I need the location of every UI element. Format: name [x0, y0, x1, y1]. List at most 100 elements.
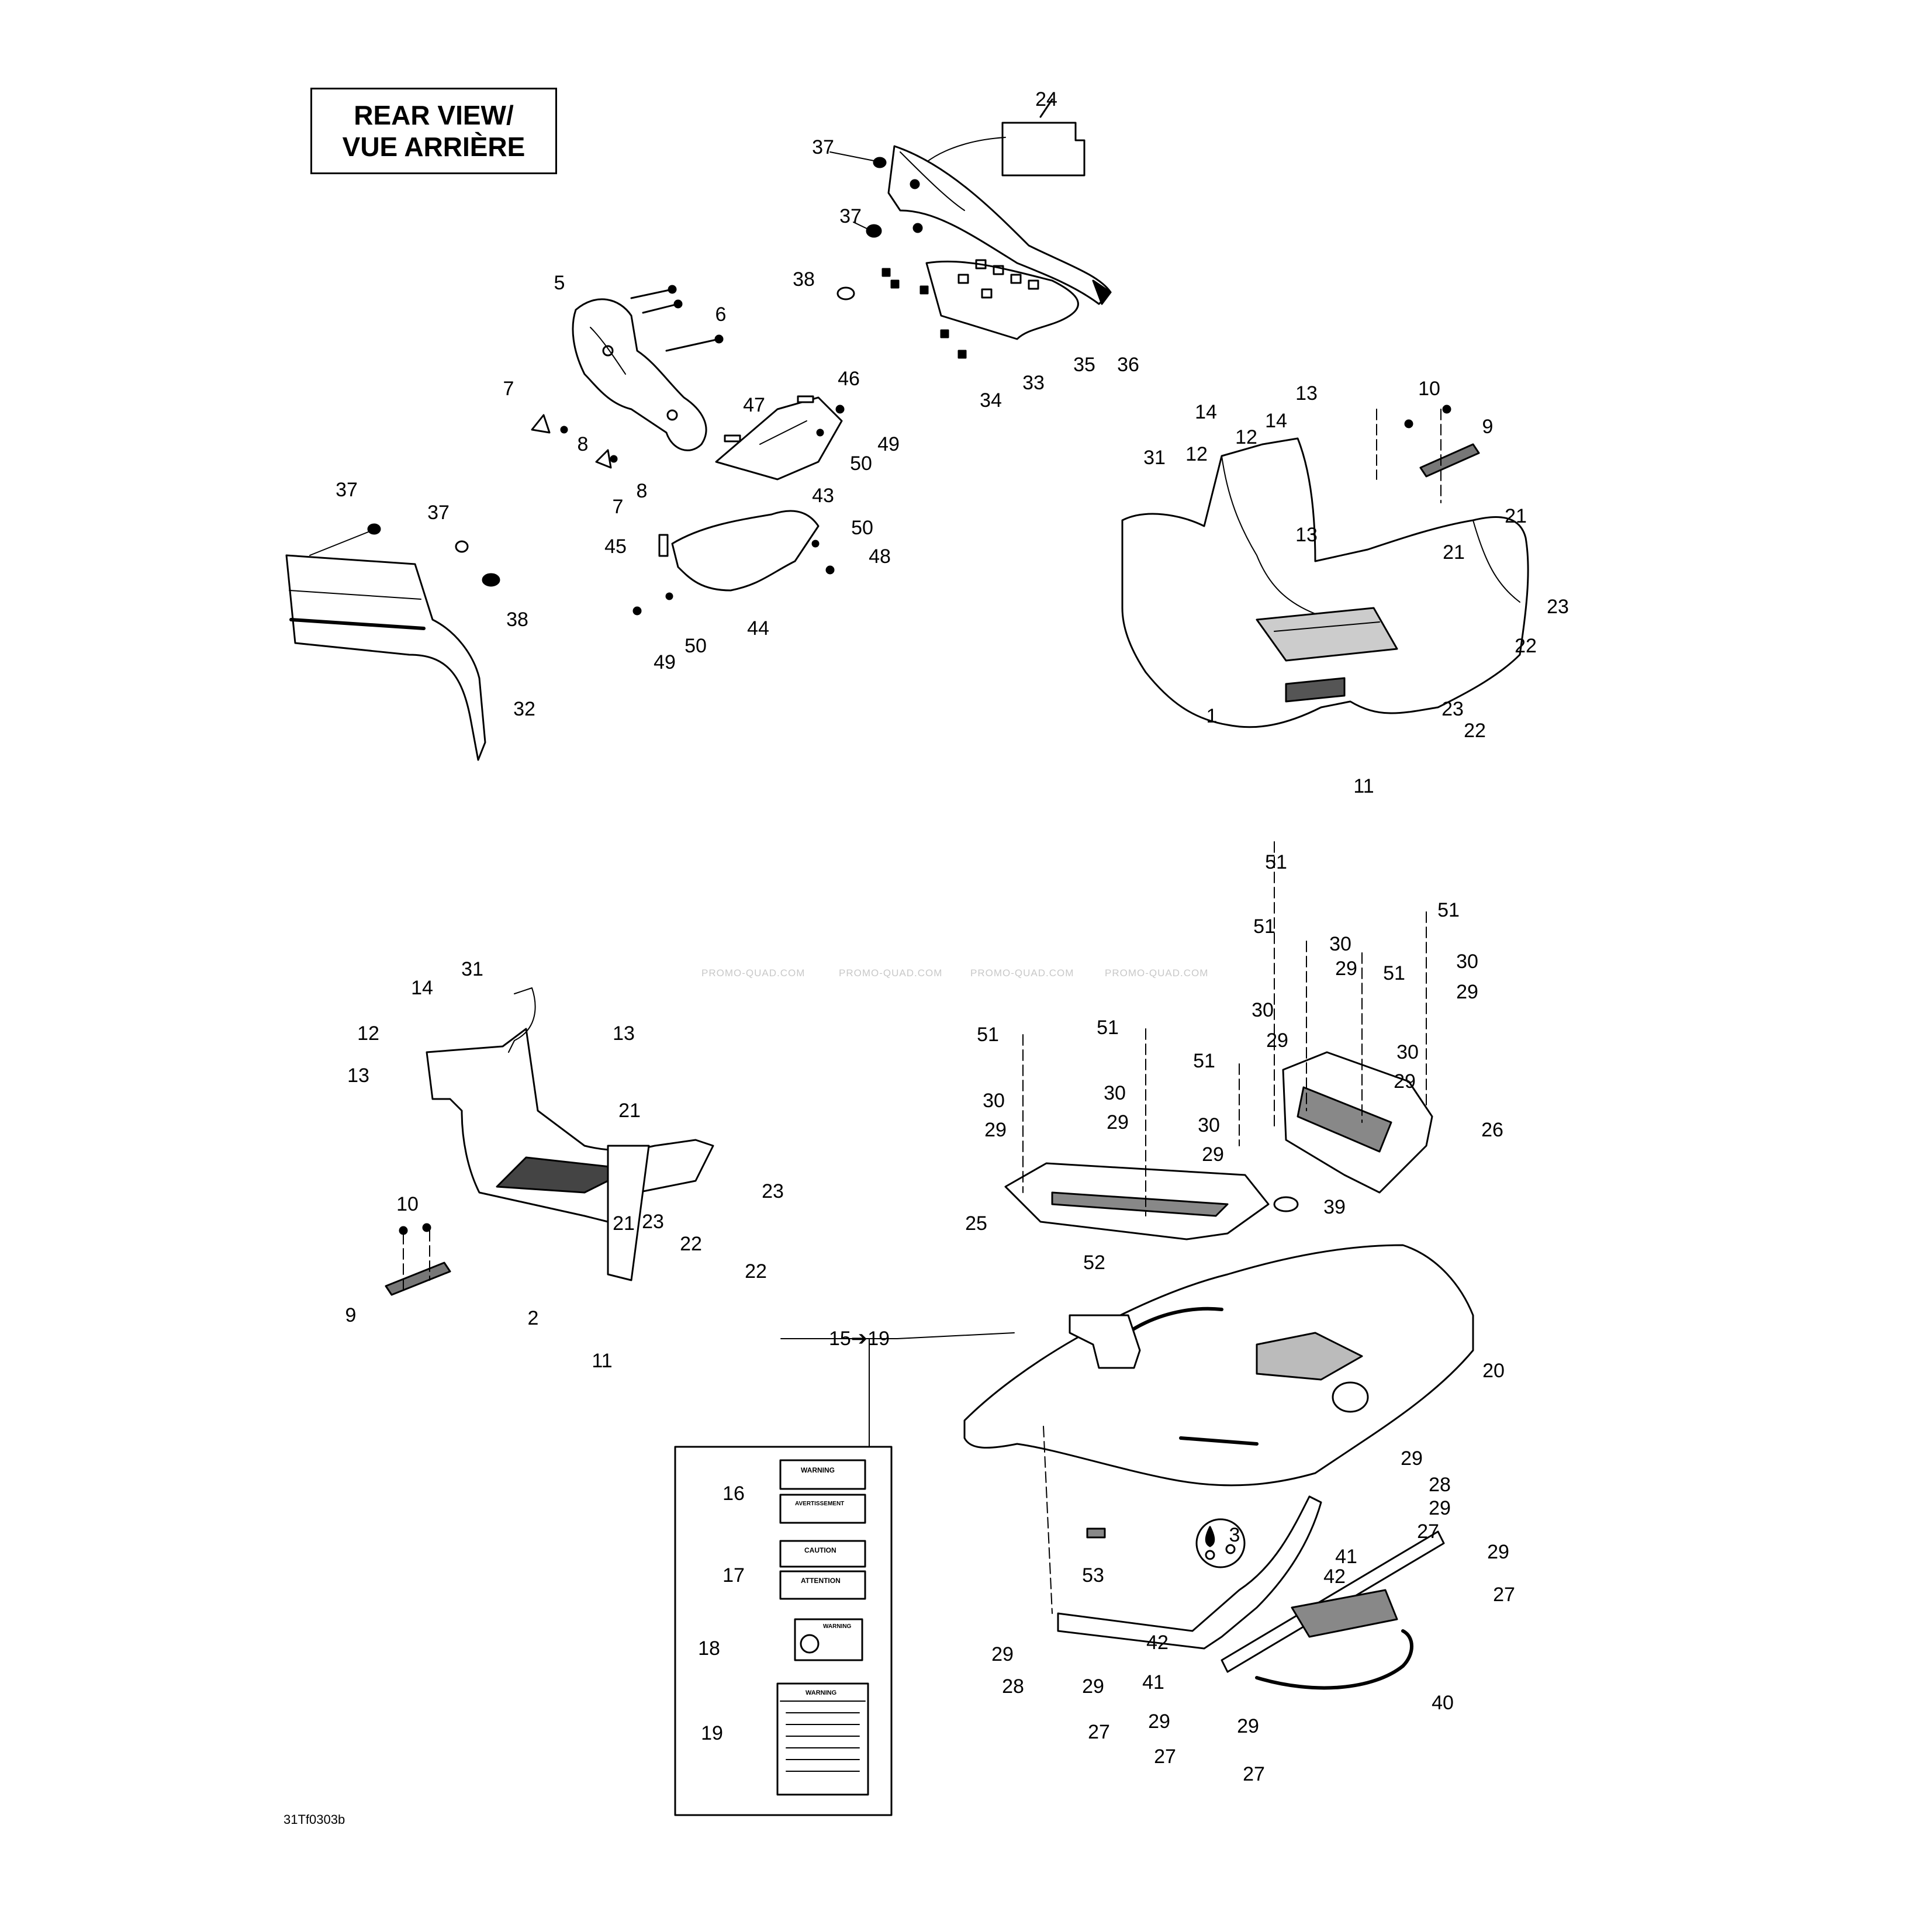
- callout-29-n: 29: [1237, 1715, 1259, 1737]
- callout-13-d: 13: [347, 1064, 369, 1087]
- part-44-lower-guard: [658, 510, 820, 592]
- callout-7-a: 7: [503, 378, 514, 400]
- callout-12-c: 12: [357, 1022, 379, 1045]
- callout-10-b: 10: [396, 1193, 419, 1215]
- decal-19-text: WARNING: [806, 1689, 837, 1696]
- callout-27-b: 27: [1493, 1584, 1515, 1606]
- callout-2: 2: [527, 1307, 539, 1329]
- callout-30-c: 30: [1252, 999, 1274, 1021]
- callout-42-a: 42: [1323, 1565, 1346, 1588]
- callout-30-e: 30: [983, 1090, 1005, 1112]
- callout-51-d: 51: [1383, 962, 1405, 984]
- callout-29-k: 29: [991, 1643, 1014, 1665]
- callout-32: 32: [513, 698, 535, 720]
- callout-22-b: 22: [1464, 720, 1486, 742]
- callout-36: 36: [1117, 354, 1139, 376]
- callout-22-d: 22: [745, 1260, 767, 1283]
- dashed-assembly-lines: [403, 409, 1441, 1614]
- callout-50-c: 50: [685, 635, 707, 657]
- callout-28-b: 28: [1002, 1675, 1024, 1698]
- callout-31-b: 31: [461, 958, 483, 980]
- watermark-1: PROMO-QUAD.COM: [701, 967, 806, 979]
- callout-27-c: 27: [1088, 1721, 1110, 1743]
- callout-29-j: 29: [1487, 1541, 1509, 1563]
- part-9-10-footrest-right: [1404, 405, 1480, 478]
- callout-13-a: 13: [1295, 382, 1318, 405]
- callout-23-c: 23: [762, 1180, 784, 1202]
- part-3-oil-symbol: [1195, 1518, 1246, 1568]
- part-25-rear-rack: [1004, 1162, 1270, 1240]
- oil-symbol-callout: 3: [1229, 1524, 1240, 1546]
- callout-38-b: 38: [506, 609, 528, 631]
- watermark-4: PROMO-QUAD.COM: [1105, 967, 1209, 979]
- part-6-screws: [630, 285, 724, 352]
- callout-51-b: 51: [1253, 915, 1275, 938]
- part-2-front-fender: [426, 987, 714, 1281]
- decal-16-a-text: WARNING: [801, 1466, 835, 1474]
- callout-14-c: 14: [411, 977, 433, 999]
- callout-41-a: 41: [1335, 1546, 1357, 1568]
- callout-37-a: 37: [812, 136, 834, 158]
- callout-27-e: 27: [1243, 1763, 1265, 1785]
- callout-23-d: 23: [642, 1211, 664, 1233]
- callout-22-a: 22: [1515, 635, 1537, 657]
- callout-30-f: 30: [1104, 1082, 1126, 1104]
- callout-37-b: 37: [839, 205, 862, 227]
- callout-29-c: 29: [1266, 1029, 1288, 1052]
- callout-10-a: 10: [1418, 378, 1440, 400]
- callout-44: 44: [747, 617, 769, 640]
- decal-17-b-text: ATTENTION: [801, 1577, 841, 1585]
- callout-51-a: 51: [1265, 851, 1287, 873]
- part-34-clips: [881, 268, 967, 359]
- callout-13-c: 13: [613, 1022, 635, 1045]
- callout-33: 33: [1022, 372, 1045, 394]
- callout-39: 39: [1323, 1196, 1346, 1218]
- callout-9-b: 9: [345, 1304, 357, 1326]
- callout-30-b: 30: [1456, 951, 1478, 973]
- callout-50-b: 50: [851, 517, 873, 539]
- callout-14-b: 14: [1265, 410, 1287, 432]
- callout-51-f: 51: [1097, 1017, 1119, 1039]
- parts-48-49-50-fasteners: [632, 405, 845, 616]
- watermark-2: PROMO-QUAD.COM: [839, 967, 943, 979]
- callout-42-b: 42: [1146, 1632, 1169, 1654]
- part-20-rear-body: [963, 1244, 1474, 1487]
- part-46-47-pins: [724, 395, 814, 443]
- callout-52: 52: [1083, 1252, 1105, 1274]
- callout-50-a: 50: [850, 452, 872, 475]
- callout-21-d: 21: [613, 1212, 635, 1235]
- callout-29-m: 29: [1148, 1710, 1170, 1733]
- callout-8-a: 8: [577, 433, 589, 455]
- decal-kit-box: [674, 1332, 1015, 1816]
- callout-8-b: 8: [636, 480, 648, 502]
- callout-29-d: 29: [1394, 1070, 1416, 1093]
- callout-23-a: 23: [1547, 596, 1569, 618]
- callout-53: 53: [1082, 1564, 1104, 1587]
- callout-51-c: 51: [1437, 899, 1460, 921]
- callout-51-e: 51: [977, 1024, 999, 1046]
- callout-29-g: 29: [1202, 1143, 1224, 1166]
- decal-17-a-text: CAUTION: [804, 1546, 836, 1554]
- callout-28-a: 28: [1429, 1474, 1451, 1496]
- callout-16: 16: [722, 1482, 745, 1505]
- callout-27-d: 27: [1154, 1746, 1176, 1768]
- part-5-mud-guard-bracket: [572, 298, 707, 451]
- callout-49-b: 49: [654, 651, 676, 673]
- part-33-rear-inner-panel: [925, 259, 1079, 340]
- callout-45: 45: [604, 535, 627, 558]
- part-40-rear-bumper: [1057, 1495, 1445, 1690]
- parts-37-38-grommets-top: [829, 151, 887, 300]
- decal-16-b-text: AVERTISSEMENT: [795, 1501, 845, 1507]
- callout-35: 35: [1073, 354, 1095, 376]
- callout-1: 1: [1206, 705, 1218, 727]
- part-52-reflector: [1069, 1314, 1141, 1369]
- callout-11-a: 11: [1353, 775, 1374, 797]
- callout-12-b: 12: [1235, 426, 1257, 448]
- callout-20: 20: [1482, 1360, 1505, 1382]
- callout-21-b: 21: [1443, 541, 1465, 564]
- callout-29-l: 29: [1082, 1675, 1104, 1698]
- callout-7-b: 7: [612, 496, 624, 518]
- callout-48: 48: [869, 545, 891, 568]
